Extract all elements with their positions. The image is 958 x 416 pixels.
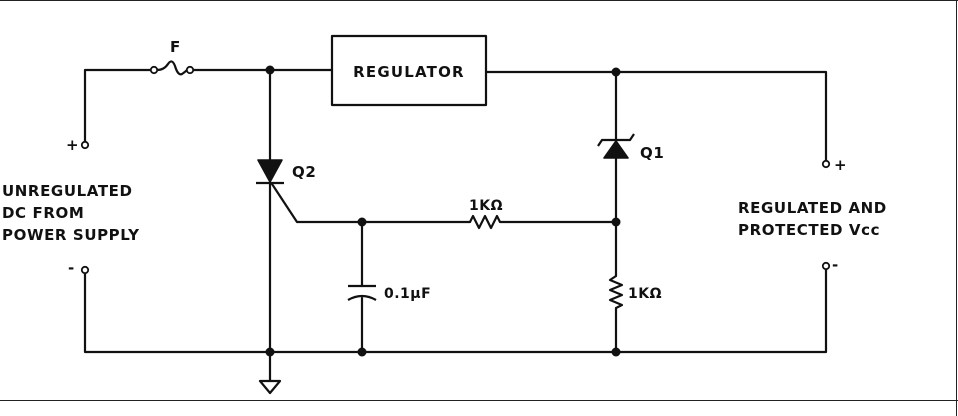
output-description-line-1: REGULATED AND [738,199,887,217]
shunt-resistor-label: 1KΩ [628,286,662,302]
output-minus-terminal [821,261,831,271]
input-plus-label: + [66,136,79,154]
regulator-label: REGULATOR [353,63,465,81]
output-plus-label: + [834,156,847,174]
resistor-icon [469,214,501,230]
zener-diode-icon [597,133,635,159]
wires [83,68,828,382]
output-plus-terminal [821,159,831,169]
fuse-label: F [170,38,181,56]
capacitor-icon [347,284,377,301]
shunt-resistor-icon [608,275,624,309]
ground-icon [258,379,282,395]
fuse-icon [149,60,195,76]
zener-label: Q1 [640,144,664,162]
input-minus-terminal [80,265,90,275]
terminals [80,140,831,275]
input-description-line-3: POWER SUPPLY [2,226,140,244]
output-minus-label: - [832,256,839,274]
output-description-line-2: PROTECTED Vcc [738,221,880,239]
input-description-line-1: UNREGULATED [2,182,133,200]
regulator-block [330,34,488,107]
series-resistor-label: 1KΩ [469,198,503,214]
scr-label: Q2 [292,163,316,181]
input-minus-label: - [68,259,75,277]
input-plus-terminal [80,140,90,150]
input-description-line-2: DC FROM [2,204,84,222]
scr-icon [256,159,284,185]
capacitor-label: 0.1µF [384,286,431,302]
junction-dots [265,65,621,357]
